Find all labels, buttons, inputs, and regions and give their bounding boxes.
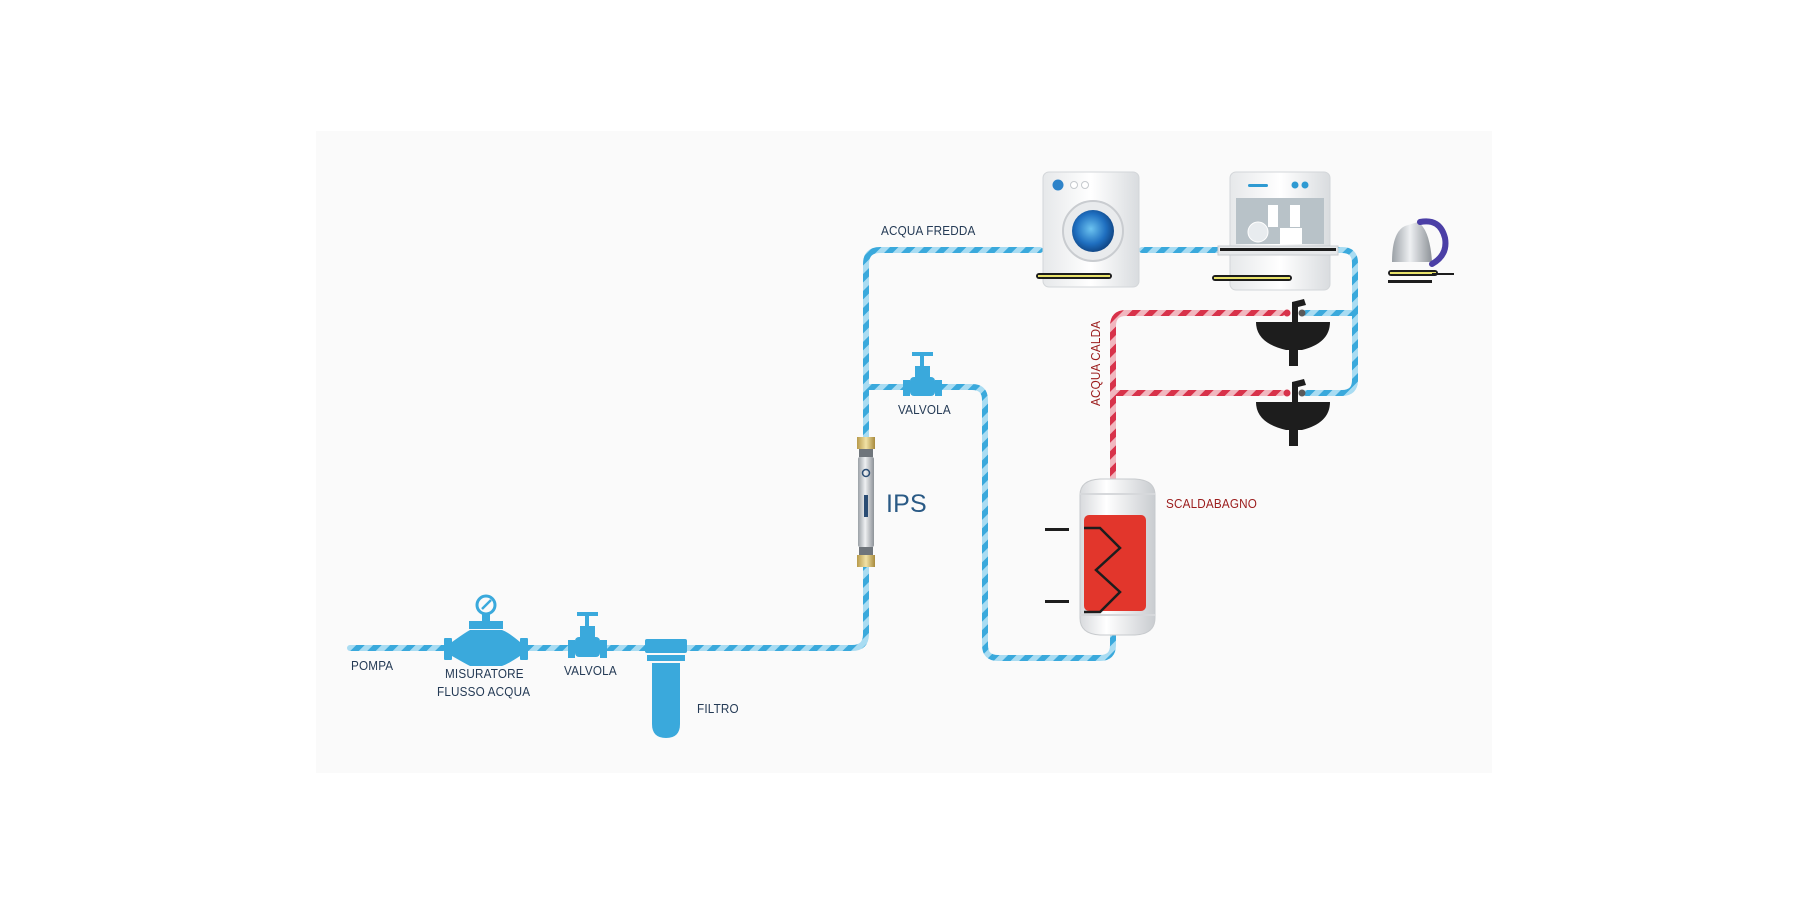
ips-label: IPS (886, 490, 927, 518)
filter-icon[interactable] (645, 639, 687, 738)
filter-label: FILTRO (697, 701, 739, 716)
pump-label: POMPA (351, 658, 394, 673)
ips-device-icon[interactable] (857, 437, 875, 567)
hot-water-label: ACQUA CALDA (1088, 320, 1103, 406)
cold-water-label: ACQUA FREDDA (881, 223, 976, 238)
valve-1-icon[interactable] (568, 612, 607, 658)
flow-meter-label-line1: MISURATORE (445, 666, 524, 681)
hot-riser-pipe (1110, 310, 1285, 483)
kettle-icon[interactable] (1388, 218, 1454, 283)
valve-2-label: VALVOLA (898, 402, 951, 417)
flow-meter-label-line2: FLUSSO ACQUA (437, 684, 531, 699)
flow-meter-icon[interactable] (444, 594, 528, 666)
sink-1-icon[interactable] (1256, 299, 1330, 366)
hot-water-pipes (1110, 310, 1285, 483)
pipe-dishwasher-to-sinks (1303, 247, 1358, 396)
valve-1-label: VALVOLA (564, 663, 617, 678)
valve-branch-pipe (863, 384, 1116, 661)
main-supply-pipe (347, 247, 1043, 651)
valve-2-icon[interactable] (903, 352, 942, 396)
water-heater-icon[interactable] (1045, 478, 1156, 636)
sink-2-icon[interactable] (1256, 379, 1330, 446)
water-heater-label: SCALDABAGNO (1166, 496, 1258, 511)
dishwasher-icon[interactable] (1212, 171, 1339, 291)
washing-machine-icon[interactable] (1036, 171, 1140, 288)
